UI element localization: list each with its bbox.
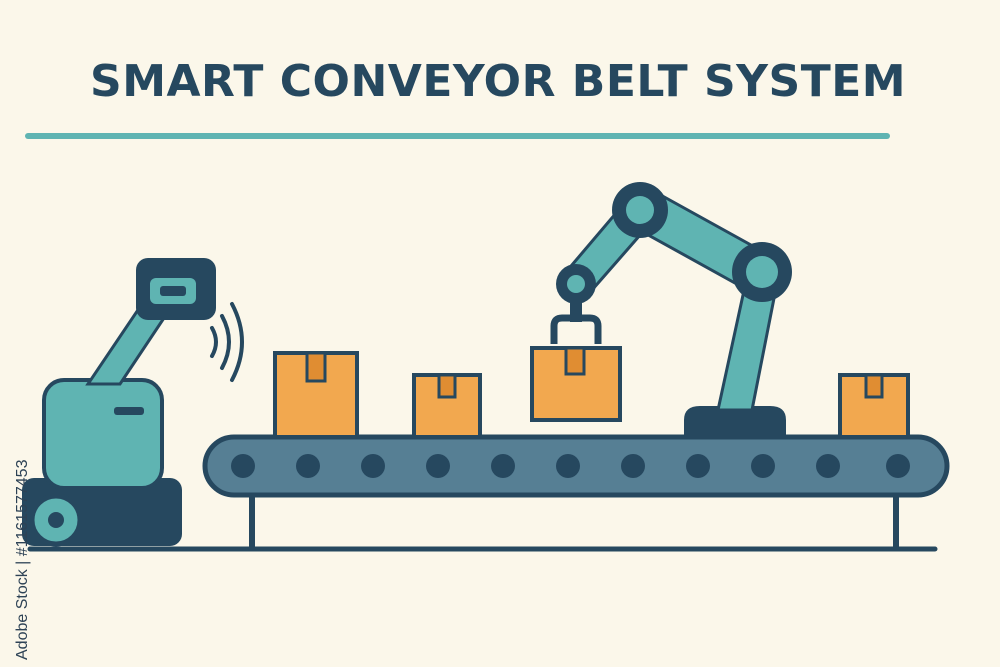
package-box-icon	[838, 373, 910, 439]
arm-gripper-claw	[550, 314, 602, 344]
robot-slot	[114, 407, 144, 415]
scanner-robot-icon	[22, 258, 216, 547]
package-box-icon	[273, 351, 359, 439]
wifi-signal-icon	[210, 302, 244, 382]
robot-body	[42, 378, 164, 490]
package-box-icon	[412, 373, 482, 439]
package-box-icon	[530, 346, 622, 422]
page-title: SMART CONVEYOR BELT SYSTEM	[90, 56, 907, 107]
title-underline	[25, 133, 890, 139]
stock-id-text: Adobe Stock | #1161577453	[14, 459, 31, 660]
robotic-arm-icon	[550, 182, 792, 437]
arm-base	[684, 406, 786, 437]
belt-rollers	[231, 454, 910, 478]
conveyor-belt-icon	[202, 434, 950, 549]
